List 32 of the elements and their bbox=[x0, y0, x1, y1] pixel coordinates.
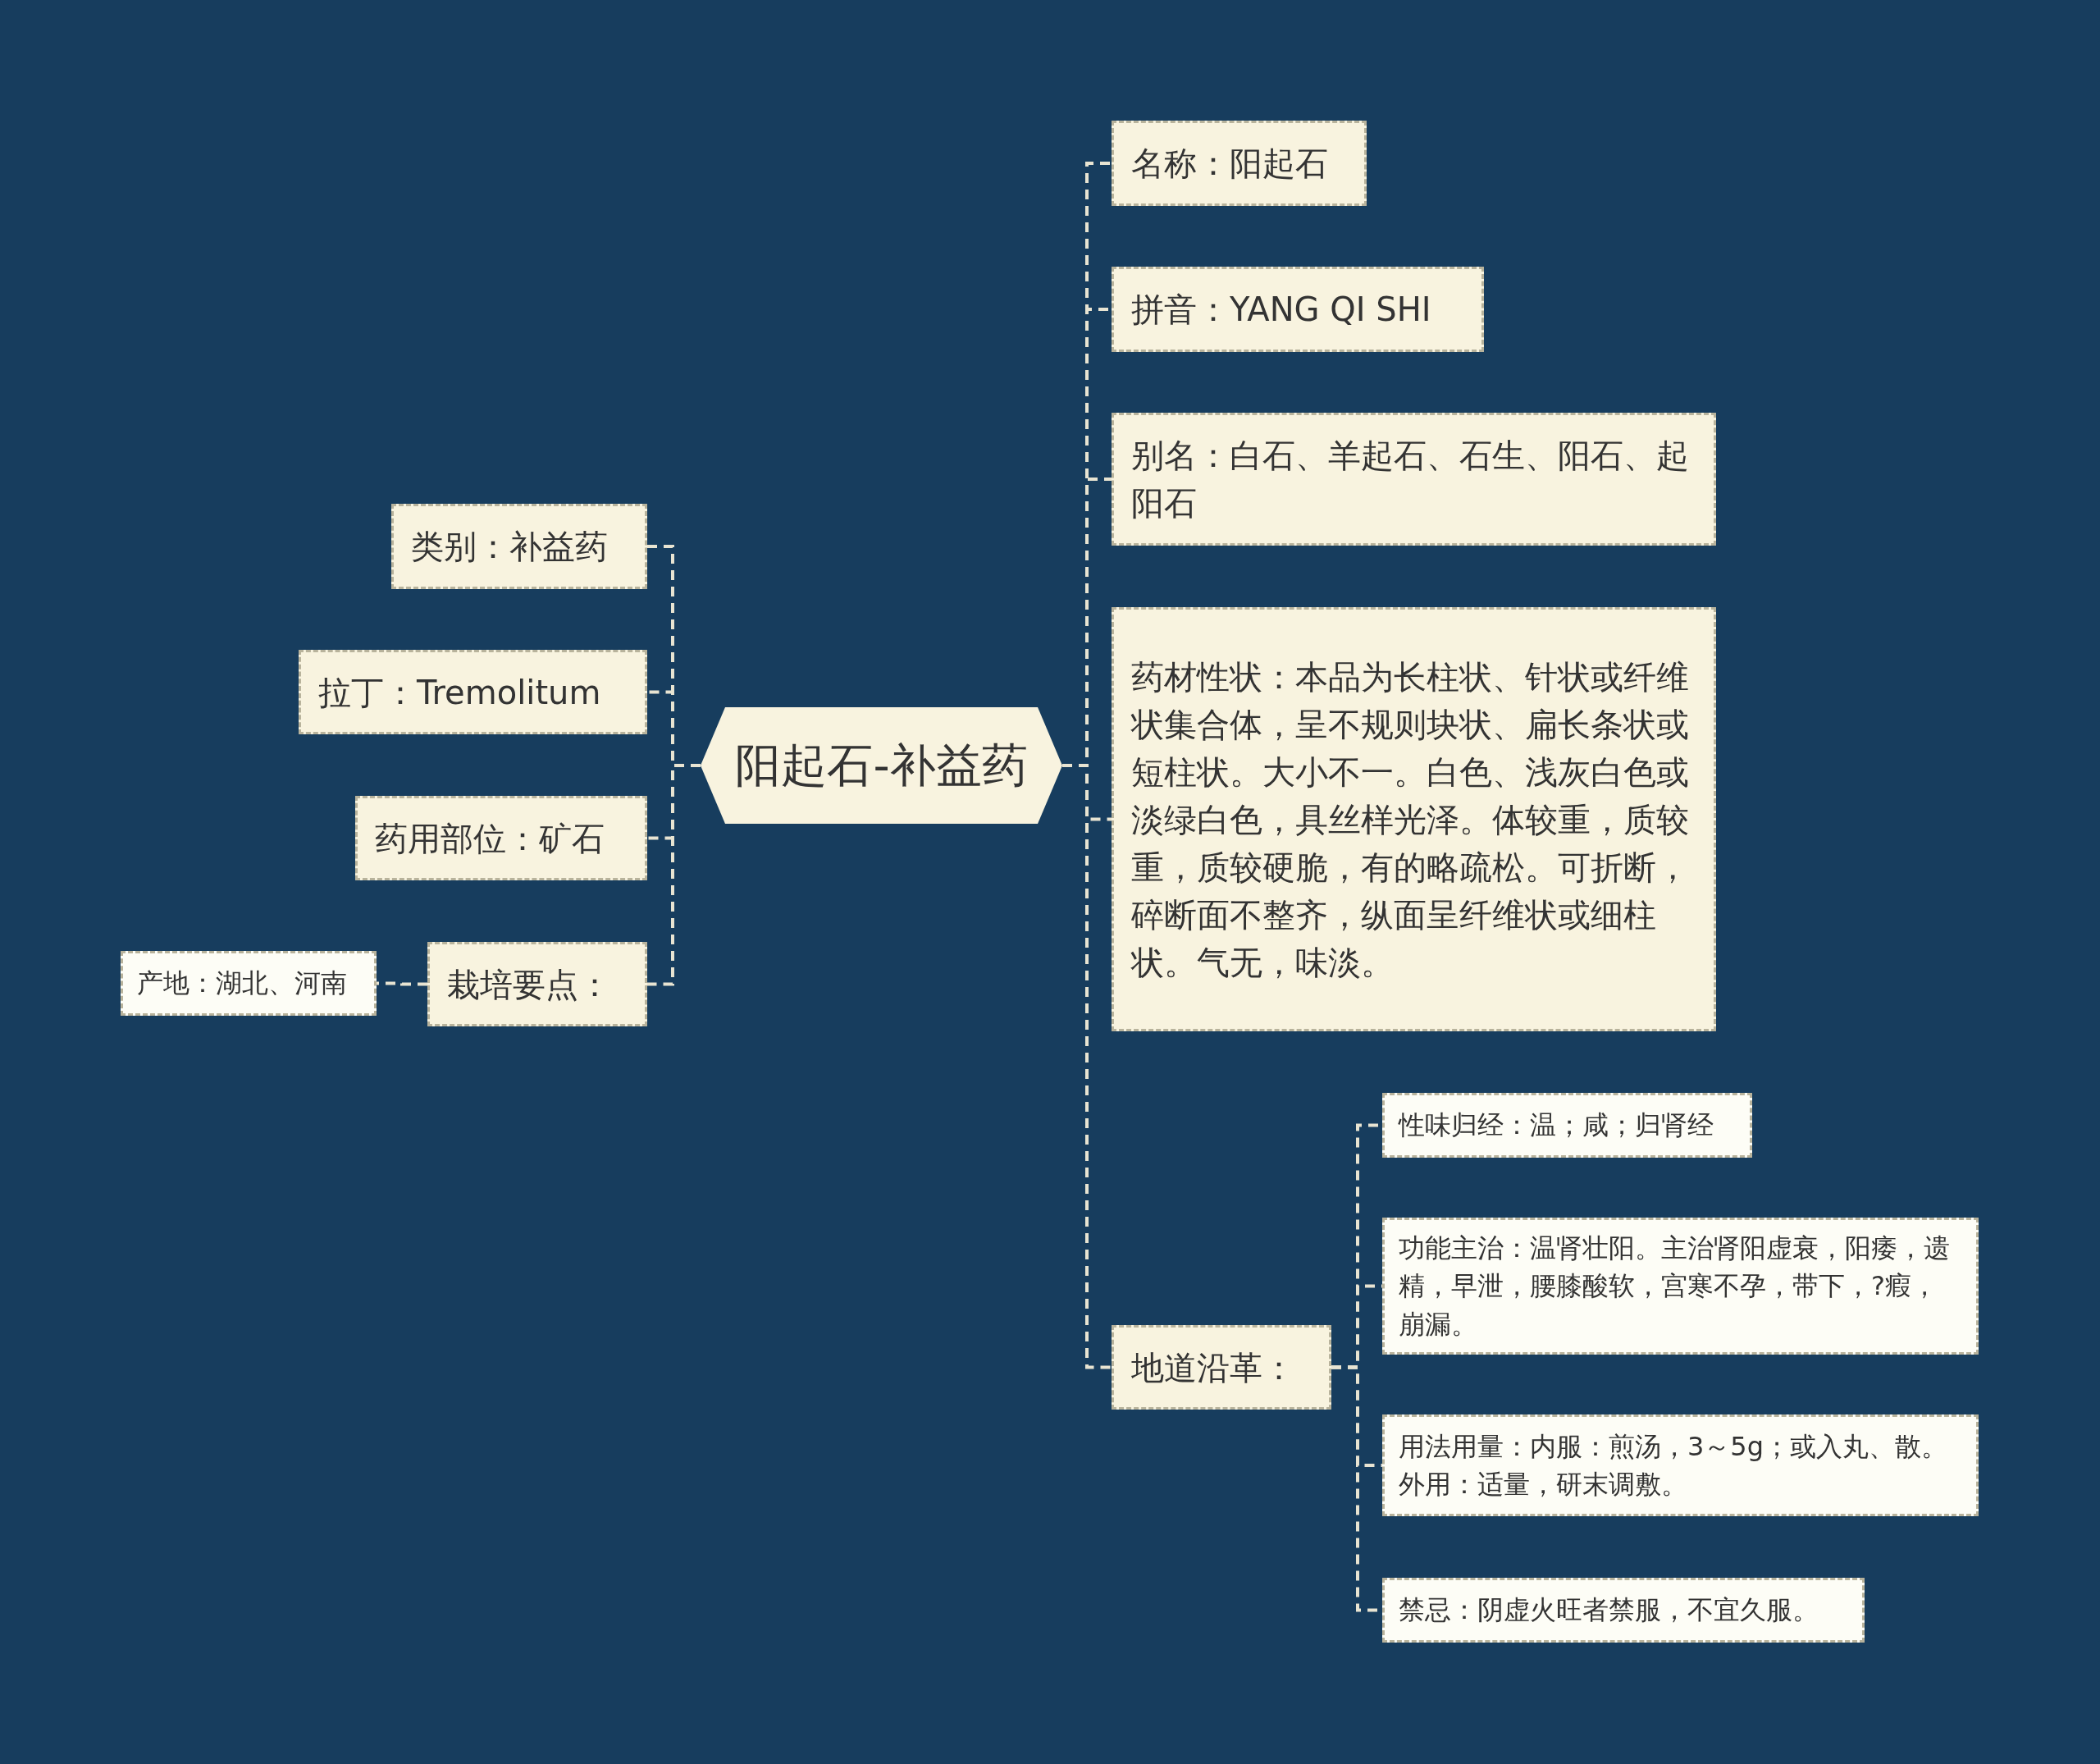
topic-text: 性味归经：温；咸；归肾经 bbox=[1399, 1108, 1714, 1143]
topic-text: 药材性状：本品为长柱状、针状或纤维状集合体，呈不规则块状、扁长条状或短柱状。大小不一。白色、浅灰白色或淡绿白色，具丝样光泽。体较重，质较重，质较硬脆，有的略疏松。可折断，碎断面不整齐，纵面呈纤维状或细柱状。气无，味淡。 bbox=[1131, 656, 1690, 983]
topic-text: 地道沿革： bbox=[1131, 1347, 1295, 1388]
central-topic-text: 阳起石-补益药 bbox=[735, 738, 1028, 794]
topic-box bbox=[391, 504, 647, 589]
topic-text: 功能主治：温肾壮阳。主治肾阳虚衰，阳痿，遗精，早泄，腰膝酸软，宫寒不孕，带下，?瘕，崩漏。 bbox=[1399, 1231, 1951, 1341]
topic-box bbox=[1112, 267, 1484, 352]
connector-line bbox=[647, 764, 701, 986]
connector-line bbox=[377, 981, 427, 986]
topic-box bbox=[1382, 1578, 1865, 1643]
topic-box bbox=[1382, 1218, 1979, 1355]
topic-text: 用法用量：内服：煎汤，3～5g；或入丸、散。外用：适量，研末调敷。 bbox=[1399, 1429, 1949, 1501]
topic-box bbox=[1112, 1325, 1331, 1410]
topic-text: 拼音：YANG QI SHI bbox=[1131, 290, 1431, 330]
topic-box bbox=[1112, 121, 1367, 206]
topic-text: 别名：白石、羊起石、石生、阳石、起阳石 bbox=[1131, 436, 1690, 523]
topic-text: 药用部位：矿石 bbox=[375, 818, 605, 859]
topic-box bbox=[121, 951, 377, 1016]
topic-box bbox=[299, 650, 647, 734]
central-topic-hexagon bbox=[701, 707, 1062, 824]
topic-box bbox=[1382, 1414, 1979, 1516]
topic-box bbox=[1112, 607, 1716, 1031]
topic-box bbox=[427, 942, 647, 1026]
topic-box bbox=[1112, 413, 1716, 546]
topic-text: 产地：湖北、河南 bbox=[137, 967, 347, 1001]
topic-text: 类别：补益药 bbox=[411, 527, 608, 567]
topic-text: 名称：阳起石 bbox=[1131, 144, 1328, 184]
topic-box bbox=[355, 796, 647, 880]
topic-text: 栽培要点： bbox=[447, 964, 611, 1005]
topic-text: 禁忌：阴虚火旺者禁服，不宜久服。 bbox=[1399, 1593, 1819, 1628]
topic-box bbox=[1382, 1093, 1752, 1158]
topic-text: 拉丁：Tremolitum bbox=[318, 672, 601, 713]
